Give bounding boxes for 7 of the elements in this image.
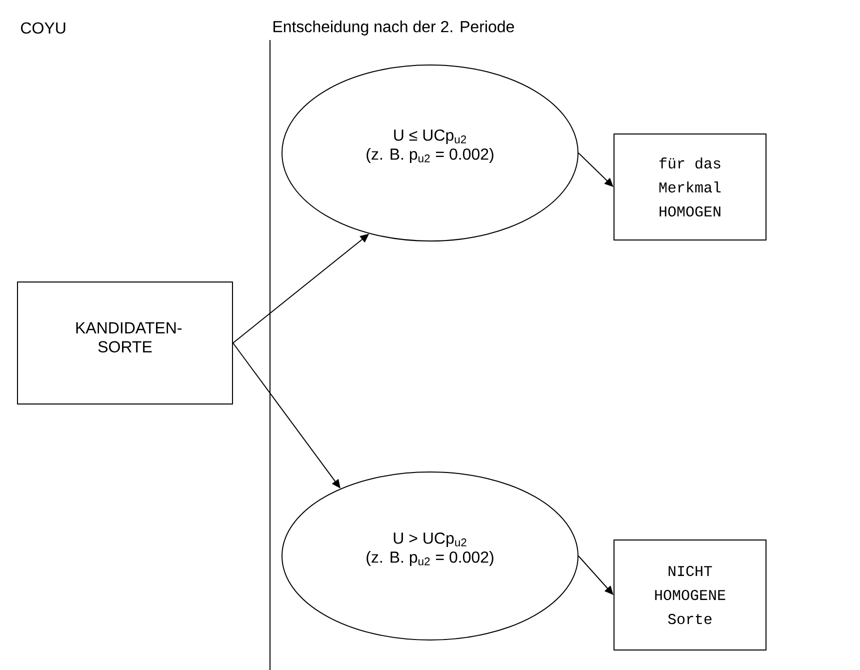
process-box: NICHT HOMOGENE Sorte — [614, 540, 766, 650]
heading-label: COYU — [21, 22, 66, 34]
process-box: für das Merkmal HOMOGEN — [614, 134, 766, 240]
arrow — [578, 152, 614, 187]
process-box: KANDIDATEN- SORTE — [17, 282, 233, 404]
heading-label: Entscheidung nach der 2. Periode — [274, 20, 514, 36]
arrow — [578, 556, 614, 595]
